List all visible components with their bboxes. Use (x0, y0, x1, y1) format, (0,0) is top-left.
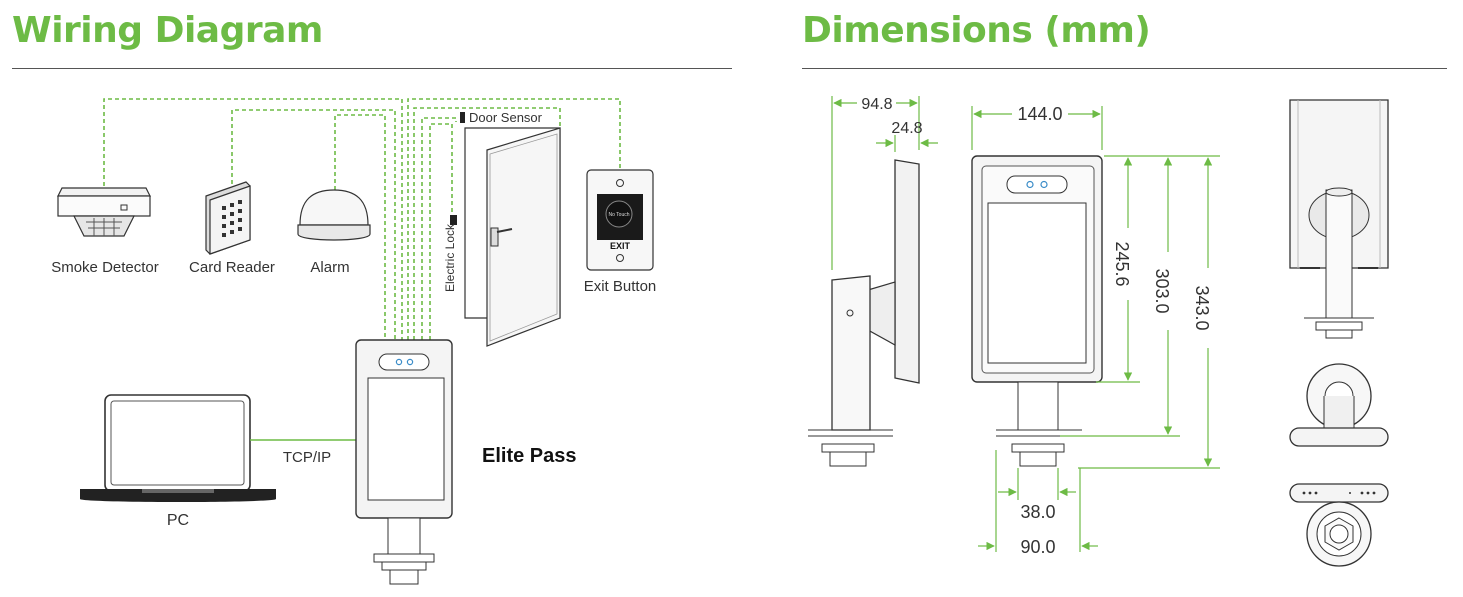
elite-pass-label: Elite Pass (482, 445, 577, 467)
smoke-detector-label: Smoke Detector (51, 259, 159, 276)
pc-label: PC (167, 512, 189, 529)
dim-depth: 94.8 (861, 96, 892, 113)
alarm-icon (297, 189, 371, 241)
front-view-drawing (971, 155, 1103, 467)
tcpip-label: TCP/IP (283, 449, 331, 466)
dim-base-width: 90.0 (1020, 537, 1055, 557)
dimensions-title-rule (802, 68, 1447, 69)
dim-width: 144.0 (1017, 104, 1062, 124)
bottom-view-drawing (1289, 483, 1389, 567)
card-reader-label: Card Reader (189, 259, 275, 276)
dim-total-height: 343.0 (1192, 285, 1212, 330)
elite-pass-device-icon (355, 339, 453, 585)
dim-pole-width: 38.0 (1020, 502, 1055, 522)
electric-lock-icon (450, 215, 457, 225)
wiring-diagram-title: Wiring Diagram (12, 10, 323, 51)
exit-button-face-label: No Touch (608, 212, 629, 218)
side-view-drawing (808, 159, 920, 467)
exit-button-icon: No Touch EXIT (586, 169, 654, 271)
front-dimension-lines (971, 106, 1220, 552)
dim-screen-height: 245.6 (1112, 241, 1132, 286)
dimensions-title: Dimensions (mm) (802, 10, 1151, 51)
back-view-drawing (1289, 99, 1389, 339)
top-view-drawing (1289, 363, 1389, 447)
wiring-title-rule (12, 68, 732, 69)
alarm-label: Alarm (310, 259, 349, 276)
pc-laptop-icon (80, 394, 276, 502)
card-reader-icon (205, 181, 251, 255)
wiring-lines (103, 98, 621, 340)
exit-button-label: Exit Button (584, 278, 657, 295)
dim-pole-height: 303.0 (1152, 268, 1172, 313)
door-sensor-icon (460, 112, 465, 123)
side-dimension-lines (831, 96, 938, 270)
exit-button-caption: EXIT (610, 241, 631, 251)
door-icon (464, 127, 561, 347)
dim-panel-thickness: 24.8 (891, 120, 922, 137)
electric-lock-label: Electric Lock (443, 223, 457, 292)
smoke-detector-icon (57, 187, 151, 237)
door-sensor-label: Door Sensor (469, 110, 543, 125)
